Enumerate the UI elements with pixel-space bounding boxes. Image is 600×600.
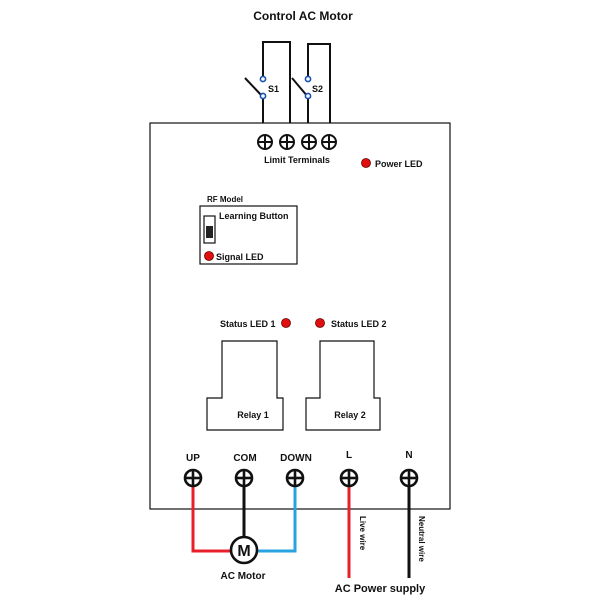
terminal-n-label: N bbox=[405, 450, 412, 461]
status-led-1-label: Status LED 1 bbox=[220, 319, 276, 329]
down-wire bbox=[258, 478, 297, 553]
limit-terminal-3 bbox=[301, 134, 317, 150]
rf-module-title: RF Model bbox=[207, 195, 243, 204]
status-led-2-label: Status LED 2 bbox=[331, 319, 387, 329]
signal-led bbox=[204, 251, 214, 261]
relay-2-label: Relay 2 bbox=[334, 410, 366, 420]
terminal-up-label: UP bbox=[186, 453, 200, 464]
switch-s1-label: S1 bbox=[268, 84, 279, 94]
relay-1 bbox=[206, 340, 284, 431]
terminal-l-label: L bbox=[346, 450, 352, 461]
terminal-down-label: DOWN bbox=[280, 453, 312, 464]
limit-switch-wiring bbox=[244, 41, 331, 135]
power-led-label: Power LED bbox=[375, 159, 423, 169]
up-wire bbox=[191, 478, 230, 553]
terminal-up bbox=[183, 468, 203, 488]
status-led-1 bbox=[281, 318, 291, 328]
motor-symbol-letter: M bbox=[237, 543, 250, 560]
controller-board bbox=[149, 122, 451, 510]
signal-led-label: Signal LED bbox=[216, 252, 264, 262]
switch-contacts bbox=[259, 75, 312, 100]
terminal-n bbox=[399, 468, 419, 488]
relay-2 bbox=[305, 340, 381, 431]
relay-1-label: Relay 1 bbox=[237, 410, 269, 420]
power-supply-label: AC Power supply bbox=[335, 583, 426, 595]
terminal-com bbox=[234, 468, 254, 488]
limit-terminal-4 bbox=[321, 134, 337, 150]
motor-label: AC Motor bbox=[221, 571, 266, 582]
limit-terminals-label: Limit Terminals bbox=[264, 155, 330, 165]
neutral-wire-label: Neutral wire bbox=[417, 516, 426, 562]
motor-symbol bbox=[229, 535, 259, 565]
rf-module bbox=[199, 205, 298, 265]
power-led bbox=[361, 158, 371, 168]
terminal-com-label: COM bbox=[233, 453, 256, 464]
live-wire-label: Live wire bbox=[358, 516, 367, 551]
learning-button[interactable] bbox=[203, 215, 216, 244]
learning-button-label: Learning Button bbox=[219, 211, 289, 221]
output-terminal-block bbox=[183, 468, 419, 488]
status-led-2 bbox=[315, 318, 325, 328]
motor-wiring bbox=[191, 478, 411, 578]
terminal-down bbox=[285, 468, 305, 488]
limit-terminal-block bbox=[257, 134, 337, 150]
terminal-l bbox=[339, 468, 359, 488]
limit-terminal-1 bbox=[257, 134, 273, 150]
limit-terminal-2 bbox=[279, 134, 295, 150]
diagram-title: Control AC Motor bbox=[253, 9, 353, 23]
switch-s2-label: S2 bbox=[312, 84, 323, 94]
